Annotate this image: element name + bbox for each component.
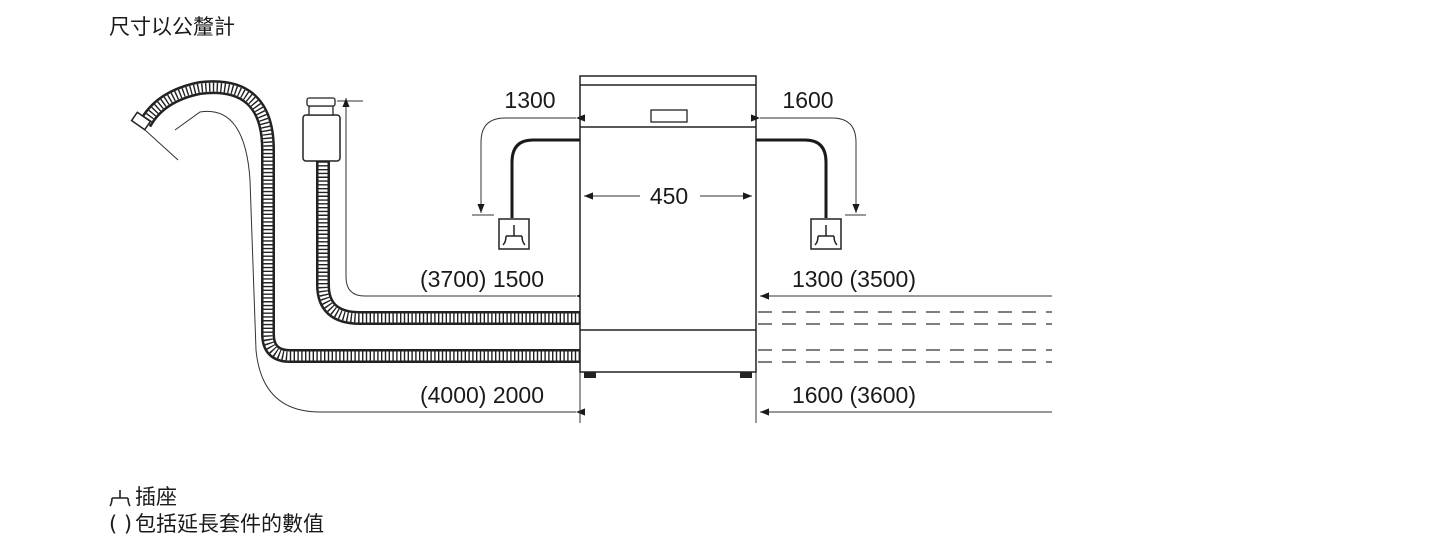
inlet-hose [302, 97, 580, 325]
page-title: 尺寸以公釐計 [109, 15, 235, 39]
legend-socket-row: 插座 [109, 484, 324, 511]
dishwasher [579, 75, 757, 378]
legend: 插座 ( ) 包括延長套件的數值 [109, 484, 324, 538]
aquastop-valve [302, 97, 341, 162]
drain-hose-nozzle [130, 111, 152, 131]
right-socket-icon [810, 218, 842, 250]
legend-paren-label: 包括延長套件的數值 [135, 512, 324, 536]
left-socket-icon [498, 218, 530, 250]
foot-left [584, 372, 596, 378]
right-hose-continuation [758, 311, 1052, 363]
foot-right [740, 372, 752, 378]
legend-socket-label: 插座 [135, 485, 177, 509]
inlet-hose-dimension-line [345, 102, 585, 300]
legend-paren-row: ( ) 包括延長套件的數值 [109, 511, 324, 538]
right-drain-hose-label: 1600 (3600) [792, 382, 916, 408]
drain-hose [130, 80, 580, 363]
legend-paren-symbol: ( ) [109, 512, 133, 536]
left-cable-dimension-line [477, 114, 585, 213]
socket-icon [109, 487, 135, 509]
control-display [650, 109, 688, 123]
left-drain-hose-label: (4000) 2000 [420, 382, 544, 408]
right-cable-dimension-line [751, 114, 860, 213]
width-dimension-label: 450 [650, 183, 688, 209]
left-cable-dimension-label: 1300 [504, 87, 555, 113]
right-cable-dimension-label: 1600 [782, 87, 833, 113]
right-inlet-hose-label: 1300 (3500) [792, 266, 916, 292]
right-power-cable [756, 138, 828, 218]
left-power-cable [510, 138, 580, 218]
drain-hose-dimension-line [174, 110, 585, 416]
left-inlet-hose-label: (3700) 1500 [420, 266, 544, 292]
